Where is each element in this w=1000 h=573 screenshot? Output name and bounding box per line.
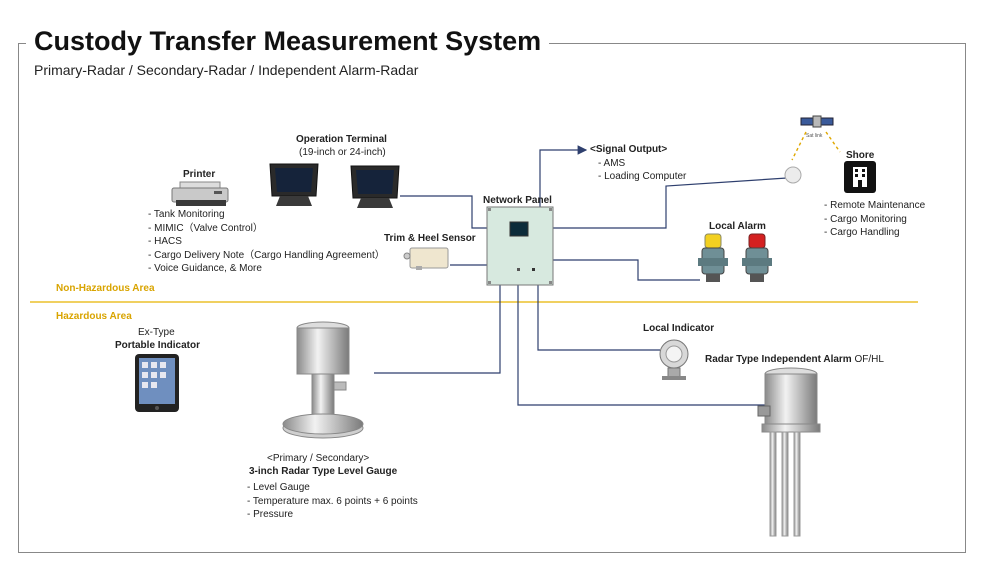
- independent-alarm-suffix: OF/HL: [851, 354, 884, 365]
- list-item: - Remote Maintenance: [824, 200, 926, 211]
- level-gauge-line1: <Primary / Secondary>: [267, 453, 370, 464]
- printer-icon: [171, 181, 229, 206]
- list-item: - Temperature max. 6 points + 6 points: [247, 495, 418, 507]
- level-gauge-line2: 3-inch Radar Type Level Gauge: [249, 466, 398, 477]
- operation-terminal-label: Operation Terminal: [296, 134, 387, 145]
- terminal-feature-list: - Tank Monitoring - MIMIC（Valve Control）…: [148, 208, 385, 276]
- list-item: - Cargo Monitoring: [824, 213, 907, 225]
- list-item: - Level Gauge: [247, 482, 310, 493]
- portable-indicator-line2: Portable Indicator: [115, 340, 201, 351]
- page-title: Custody Transfer Measurement System: [34, 26, 542, 56]
- wire-panel-localindicator: [537, 284, 660, 351]
- page-subtitle: Primary-Radar / Secondary-Radar / Indepe…: [34, 62, 419, 78]
- alarm-beacon-yellow-icon: [698, 233, 728, 282]
- monitor-icon: [350, 165, 400, 208]
- wire-terminal-panel: [400, 195, 488, 229]
- signal-output-item: - Loading Computer: [598, 171, 687, 182]
- shore-label: Shore: [846, 150, 875, 161]
- list-item: - HACS: [148, 236, 182, 247]
- antenna-dome-icon: [784, 166, 802, 184]
- tablet-icon: [135, 354, 179, 412]
- building-icon: [844, 161, 876, 193]
- list-item: - Cargo Delivery Note（Cargo Handling Agr…: [148, 249, 385, 261]
- wire-panel-shore: [553, 177, 788, 229]
- signal-output-label: <Signal Output>: [590, 144, 668, 155]
- local-indicator-label: Local Indicator: [643, 323, 715, 334]
- independent-alarm-label: Radar Type Independent Alarm: [705, 354, 852, 365]
- wire-signal-output: [539, 145, 588, 207]
- signal-output-item: - AMS: [598, 158, 626, 169]
- operation-terminal-size: (19-inch or 24-inch): [299, 147, 386, 158]
- list-item: - MIMIC（Valve Control）: [148, 222, 263, 234]
- list-item: - Voice Guidance, & More: [148, 263, 262, 274]
- independent-alarm-radar: [757, 367, 821, 537]
- title-block: Custody Transfer Measurement System: [26, 24, 550, 58]
- satellite-links: [791, 131, 841, 161]
- independent-alarm-title: Radar Type Independent Alarm OF/HL: [705, 353, 884, 366]
- non-hazardous-area-label: Non-Hazardous Area: [56, 283, 155, 294]
- list-item: - Pressure: [247, 509, 294, 520]
- trim-heel-label: Trim & Heel Sensor: [384, 233, 476, 244]
- alarm-beacon-red-icon: [742, 233, 772, 282]
- monitor-icon: [269, 163, 319, 206]
- satellite-caption: Sat link: [806, 133, 823, 139]
- shore-function-list: - Remote Maintenance - Cargo Monitoring …: [824, 199, 925, 240]
- network-panel-label: Network Panel: [483, 195, 552, 206]
- wire-panel-independentalarm: [517, 284, 765, 406]
- printer-label: Printer: [183, 169, 216, 180]
- list-item: - Tank Monitoring: [148, 209, 225, 220]
- list-item: - Cargo Handling: [824, 227, 900, 238]
- wire-panel-localalarm: [553, 259, 700, 281]
- trim-heel-sensor: [403, 247, 449, 270]
- local-alarm-label: Local Alarm: [709, 221, 766, 232]
- local-indicator-icon: [659, 339, 689, 380]
- level-gauge-feature-list: - Level Gauge - Temperature max. 6 point…: [247, 481, 418, 522]
- portable-indicator-line1: Ex-Type: [138, 327, 175, 338]
- satellite-icon: [800, 115, 834, 128]
- radar-level-gauge: [282, 321, 364, 439]
- wire-panel-levelgauge: [374, 284, 501, 374]
- hazardous-area-label: Hazardous Area: [56, 311, 132, 322]
- network-panel: [486, 206, 554, 286]
